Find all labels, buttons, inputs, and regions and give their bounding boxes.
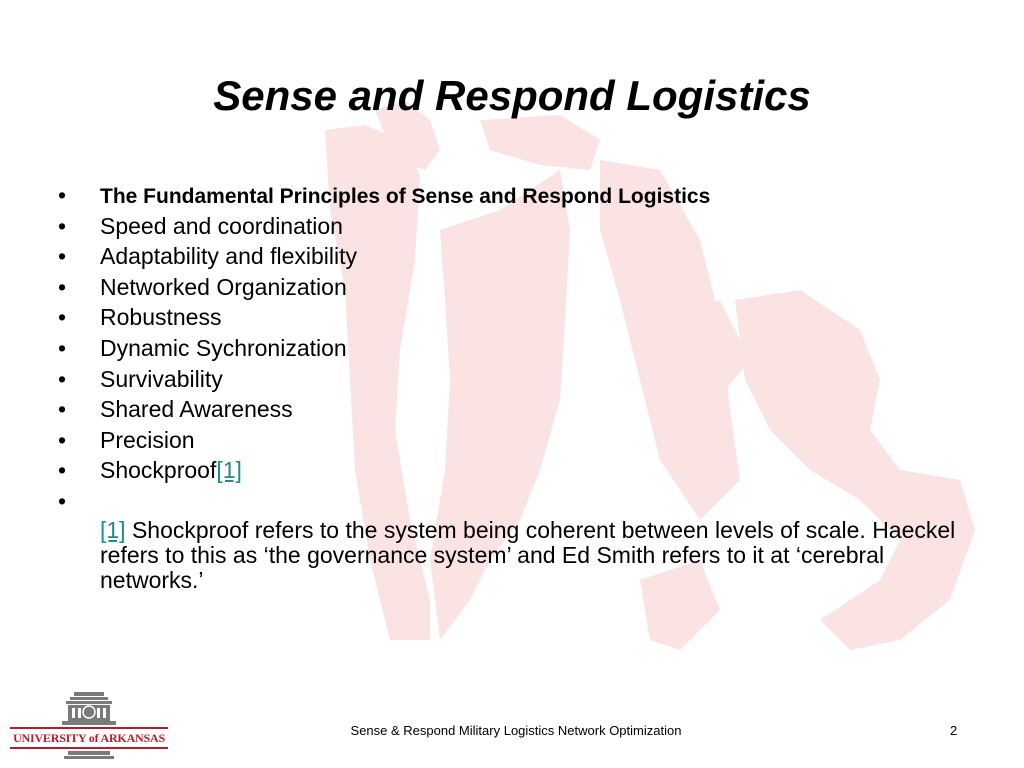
list-item: • Survivability [58, 364, 978, 395]
list-item: • The Fundamental Principles of Sense an… [58, 180, 978, 211]
bullet-marker: • [58, 212, 67, 239]
bullet-text: Speed and coordination [100, 212, 343, 239]
list-item: • Speed and coordination [58, 211, 978, 242]
footnote-ref-link[interactable]: [1] [216, 457, 242, 484]
university-logo: UNIVERSITY of ARKANSAS [8, 690, 170, 762]
bullet-text: The Fundamental Principles of Sense and … [100, 185, 711, 208]
footer-text: Sense & Respond Military Logistics Netwo… [350, 723, 682, 738]
logo-rule-top [10, 727, 168, 729]
bullet-marker: • [58, 396, 67, 423]
bullet-text: Precision [100, 426, 195, 453]
logo-wordmark: UNIVERSITY of ARKANSAS [13, 731, 165, 745]
list-item: • Shockproof[1] [58, 455, 978, 486]
bullet-list: • The Fundamental Principles of Sense an… [58, 180, 978, 593]
bullet-text: Dynamic Sychronization [100, 334, 347, 361]
bullet-text: Survivability [100, 365, 223, 392]
list-item: • Shared Awareness [58, 394, 978, 425]
bullet-marker: • [58, 334, 67, 361]
bullet-text: Robustness [100, 304, 222, 331]
list-item-footnote: • [1] Shockproof refers to the system be… [58, 486, 978, 593]
old-main-building-icon [62, 692, 116, 759]
bullet-marker: • [58, 273, 67, 300]
slide-title: Sense and Respond Logistics [213, 72, 811, 119]
bullet-marker: • [58, 457, 67, 484]
bullet-marker: • [58, 426, 67, 453]
empty-bullet-line [100, 486, 978, 516]
list-item: • Networked Organization [58, 272, 978, 303]
logo-rule-bottom [10, 747, 168, 749]
footnote: [1] Shockproof refers to the system bein… [100, 516, 960, 593]
list-item: • Precision [58, 425, 978, 456]
bullet-text: Shockproof [100, 457, 217, 484]
list-item: • Dynamic Sychronization [58, 333, 978, 364]
bullet-text: Networked Organization [100, 273, 347, 300]
bullet-text: Shared Awareness [100, 396, 293, 423]
bullet-marker: • [58, 182, 67, 208]
list-item: • Robustness [58, 302, 978, 333]
bullet-text: Adaptability and flexibility [100, 243, 357, 270]
page-number: 2 [950, 723, 958, 738]
bullet-marker: • [58, 304, 67, 331]
bullet-marker: • [58, 365, 67, 392]
footnote-text: Shockproof refers to the system being co… [100, 516, 956, 593]
bullet-marker: • [58, 487, 67, 514]
bullet-marker: • [58, 243, 67, 270]
footnote-backref-link[interactable]: [1] [100, 516, 126, 543]
list-item: • Adaptability and flexibility [58, 241, 978, 272]
